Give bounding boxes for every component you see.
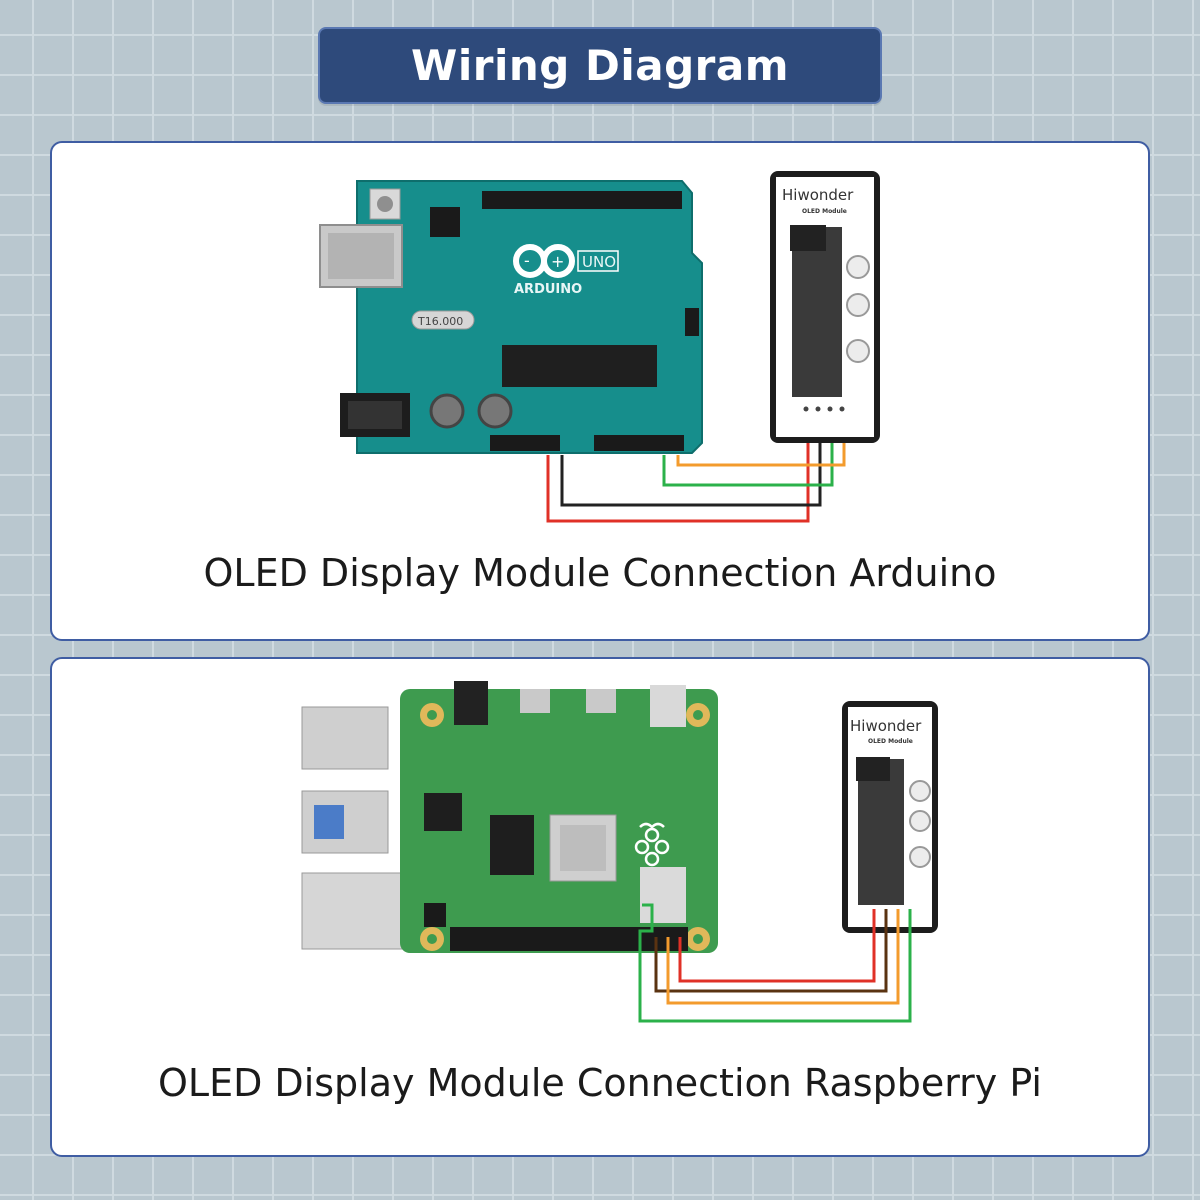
micro-hdmi-port xyxy=(520,689,550,713)
pi-wires xyxy=(638,903,912,1023)
arduino-wiring-svg: - + UNO ARDUINO T16.000 Hiwonder OLED Mo… xyxy=(319,171,880,523)
icsp-header xyxy=(685,308,699,336)
usb-port xyxy=(301,706,389,770)
raspberry-pi-wiring-svg: Hiwonder OLED Module xyxy=(301,681,938,1023)
board-logo-label: ARDUINO xyxy=(514,282,582,297)
arduino-caption: OLED Display Module Connection Arduino xyxy=(203,551,997,595)
oled-brand-label: Hiwonder xyxy=(850,717,922,735)
micro-hdmi-port xyxy=(586,689,616,713)
wire-vcc xyxy=(546,443,810,523)
oled-module-label: OLED Module xyxy=(802,208,847,215)
arduino-logo: - + xyxy=(513,244,575,278)
wire-gnd xyxy=(560,443,822,507)
arduino-wires xyxy=(546,443,846,523)
wire-gnd xyxy=(654,909,888,993)
ram-chip xyxy=(490,815,534,875)
power-header xyxy=(490,435,560,451)
crystal-label: T16.000 xyxy=(417,315,463,328)
oled-brand-label: Hiwonder xyxy=(782,186,854,204)
wire-scl xyxy=(666,909,900,1005)
crystal xyxy=(411,310,475,330)
oled-module-label: OLED Module xyxy=(868,738,913,745)
wire-sda xyxy=(676,443,846,467)
raspberry-pi-logo xyxy=(634,822,670,867)
wire-sda xyxy=(638,903,912,1023)
capacitor xyxy=(477,393,513,429)
svg-text:-: - xyxy=(524,251,530,270)
digital-header xyxy=(482,191,682,209)
usb-controller xyxy=(640,867,686,923)
arduino-panel: - + UNO ARDUINO T16.000 Hiwonder OLED Mo… xyxy=(50,141,1150,641)
wire-vcc xyxy=(678,909,876,983)
usb-c-port xyxy=(650,685,686,727)
arduino-uno-board: - + UNO ARDUINO T16.000 xyxy=(319,180,703,454)
ethernet-port xyxy=(301,872,409,950)
page-title: Wiring Diagram xyxy=(411,41,789,90)
oled-module: Hiwonder OLED Module xyxy=(770,171,880,443)
oled-module: Hiwonder OLED Module xyxy=(842,701,938,933)
raspberry-pi-board xyxy=(301,681,718,953)
atmega-chip xyxy=(502,345,657,387)
title-banner: Wiring Diagram xyxy=(318,27,882,104)
capacitor xyxy=(429,393,465,429)
audio-jack xyxy=(454,681,488,725)
raspberry-pi-panel: Hiwonder OLED Module OLED Display Module… xyxy=(50,657,1150,1157)
analog-header xyxy=(594,435,684,451)
raspberry-pi-caption: OLED Display Module Connection Raspberry… xyxy=(158,1061,1042,1105)
board-model-label: UNO xyxy=(582,253,616,271)
svg-text:+: + xyxy=(551,252,564,271)
